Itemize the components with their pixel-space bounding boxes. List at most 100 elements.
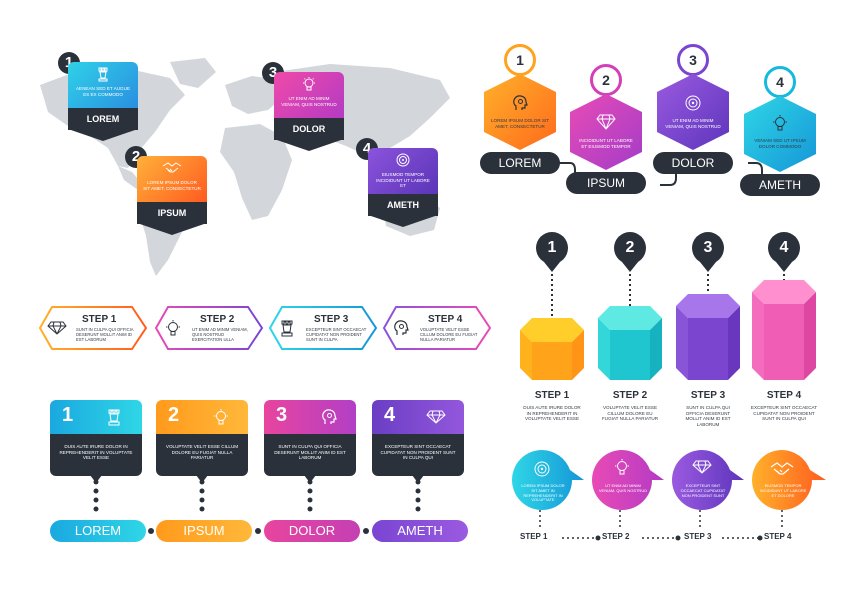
card-text: Excepteur sint occaecat cupidatat non pr…	[380, 444, 456, 461]
card-number: 2	[168, 404, 180, 426]
prism-step-title: STEP 1	[534, 390, 570, 401]
marker-card-bottom: DOLOR	[274, 118, 344, 140]
marker-card: Eiusmod tempor incididunt ut labore et A…	[368, 148, 438, 227]
marker-label: AMETH	[387, 200, 419, 210]
diamond-icon	[426, 410, 446, 424]
card-body: Excepteur sint occaecat cupidatat non pr…	[372, 434, 464, 476]
prism-step-text: Excepteur sint occaecat cupidatat non pr…	[750, 405, 818, 422]
bubble-step-label: STEP 2	[602, 532, 630, 541]
hex-item-1[interactable]: 1 Lorem ipsum dolor sit amet, consectetu…	[480, 44, 560, 194]
info-card-1[interactable]: 1 Duis aute irure dolor in reprehenderit…	[50, 400, 146, 546]
card-label-pill: DOLOR	[264, 520, 360, 542]
gear-bulb-icon	[615, 459, 629, 475]
step-tag-3[interactable]: STEP 3 Excepteur sint occaecat cupidatat…	[268, 306, 378, 350]
hex-item-2[interactable]: 2 Incididunt ut labore et eiusmod tempor…	[566, 64, 646, 214]
step-tag-1[interactable]: STEP 1 Sunt in culpa qui officia deserun…	[38, 306, 148, 350]
hex-text: Veniam sed ut ipsum dolor commodo	[754, 138, 806, 149]
card-label-pill: AMETH	[372, 520, 468, 542]
marker-label: LOREM	[86, 114, 120, 124]
hex-number-circle: 2	[590, 64, 622, 96]
bubble-item-4[interactable]: Eiusmod tempor incididunt ut labore et d…	[746, 448, 830, 548]
card-header: 3	[264, 400, 356, 434]
prism-step-title: STEP 2	[612, 390, 648, 401]
hex-text: Lorem ipsum dolor sit amet, consectetur	[490, 118, 550, 129]
head-gear-icon	[394, 320, 409, 335]
bubble-text: Ut enim ad minim veniam, quis nostrud	[598, 483, 648, 493]
step-tag-text: Voluptate velit esse cillum dolore eu fu…	[420, 327, 478, 342]
prism-shape	[598, 306, 662, 380]
card-body: Duis aute irure dolor in reprehenderit i…	[50, 434, 142, 476]
step-tag-text: Ut enim ad minim veniam, quis nostrud ex…	[192, 327, 248, 342]
marker-label: DOLOR	[292, 124, 326, 134]
gear-bulb-icon	[773, 115, 787, 131]
hex-text: Ut enim ad minim veniam, quis nostrud	[665, 118, 721, 129]
bubble-item-3[interactable]: Excepteur sint occaecat cupidatat non pr…	[666, 448, 746, 548]
gear-bulb-icon	[166, 320, 180, 336]
map-marker-3[interactable]: 3 Ut enim ad minim veniam, quis nostrud …	[262, 62, 344, 152]
marker-card-top: Lorem ipsum dolor sit amet, consectetur	[137, 156, 207, 202]
step-tag-2[interactable]: STEP 2 Ut enim ad minim veniam, quis nos…	[154, 306, 264, 350]
bubble-text: Lorem ipsum dolor sit amet in reprehende…	[521, 483, 565, 503]
step-tag-4[interactable]: STEP 4 Voluptate velit esse cillum dolor…	[382, 306, 492, 350]
hex-item-3[interactable]: 3 Ut enim ad minim veniam, quis nostrud …	[653, 44, 733, 194]
cards-connector	[93, 479, 421, 534]
hex-label: DOLOR	[653, 152, 733, 174]
step-tag-title: STEP 1	[82, 314, 117, 325]
prism-shape	[752, 280, 816, 380]
diamond-icon	[692, 460, 712, 474]
marker-text: Aenean sed et augue es ex commodo	[75, 86, 131, 97]
card-text: Sunt in culpa qui officia deserunt molli…	[274, 444, 346, 461]
rook-icon	[281, 320, 293, 337]
card-body: Voluptate velit esse cillum dolore eu fu…	[156, 434, 248, 476]
marker-card-bottom: IPSUM	[137, 202, 207, 224]
bubble-step-label: STEP 1	[520, 532, 548, 541]
bubble-step-label: STEP 4	[764, 532, 792, 541]
diamond-icon	[596, 114, 616, 130]
bubble-item-2[interactable]: Ut enim ad minim veniam, quis nostrud ST…	[586, 448, 666, 548]
card-number: 3	[276, 404, 288, 426]
hex-number: 1	[516, 52, 524, 68]
map-marker-2[interactable]: 2 Lorem ipsum dolor sit amet, consectetu…	[125, 146, 209, 238]
prism-item-2[interactable]: 2 STEP 2 Voluptate velit esse cillum dol…	[590, 228, 670, 430]
marker-card: Ut enim ad minim veniam, quis nostrud DO…	[274, 72, 344, 151]
marker-card-top: Eiusmod tempor incididunt ut labore et	[368, 148, 438, 194]
head-gear-icon	[322, 409, 337, 424]
hex-number-circle: 3	[677, 44, 709, 76]
info-card-3[interactable]: 3 Sunt in culpa qui officia deserunt mol…	[264, 400, 360, 546]
step-tag-title: STEP 4	[428, 314, 463, 325]
marker-card: Lorem ipsum dolor sit amet, consectetur …	[137, 156, 207, 235]
info-card-4[interactable]: 4 Excepteur sint occaecat cupidatat non …	[372, 400, 468, 546]
rook-icon	[108, 409, 120, 426]
step-tag-text: Excepteur sint occaecat cupidatat non pr…	[306, 327, 367, 342]
step-tag-title: STEP 3	[314, 314, 349, 325]
marker-card-bottom: LOREM	[68, 108, 138, 130]
step-tag-title: STEP 2	[200, 314, 235, 325]
prism-step-text: Voluptate velit esse cillum dolore eu fu…	[601, 405, 659, 422]
bubble-text: Eiusmod tempor incididunt ut labore et d…	[759, 483, 807, 498]
info-card-2[interactable]: 2 Voluptate velit esse cillum dolore eu …	[156, 400, 252, 546]
card-header: 1	[50, 400, 142, 434]
map-marker-4[interactable]: 4 Eiusmod tempor incididunt ut labore et…	[356, 138, 438, 228]
map-marker-1[interactable]: 1 Aenean sed et augue es ex commodo LORE…	[58, 52, 138, 142]
step-tag-text: Sunt in culpa qui officia deserunt molli…	[76, 327, 134, 342]
bubble-text: Excepteur sint occaecat cupidatat non pr…	[680, 483, 726, 498]
bubble-item-1[interactable]: Lorem ipsum dolor sit amet in reprehende…	[506, 448, 586, 548]
prism-number-badge: 1	[536, 232, 568, 264]
hex-number: 3	[689, 52, 697, 68]
hex-item-4[interactable]: 4 Veniam sed ut ipsum dolor commodo AMET…	[740, 66, 820, 216]
prism-number-badge: 3	[692, 232, 724, 264]
prism-item-4[interactable]: 4 STEP 4 Excepteur sint occaecat cupidat…	[744, 228, 824, 430]
hex-label: LOREM	[480, 152, 560, 174]
marker-text: Ut enim ad minim veniam, quis nostrud	[281, 96, 337, 107]
card-text: Duis aute irure dolor in reprehenderit i…	[59, 444, 133, 461]
marker-card-bottom: AMETH	[368, 194, 438, 216]
prism-item-1[interactable]: 1 STEP 1 Duis aute irure dolor in repreh…	[512, 228, 592, 430]
card-header: 2	[156, 400, 248, 434]
prism-step-text: Sunt in culpa qui officia deserunt molli…	[685, 405, 731, 427]
marker-text: Eiusmod tempor incididunt ut labore et	[376, 172, 430, 189]
card-number: 1	[62, 404, 74, 426]
marker-label: IPSUM	[157, 208, 187, 218]
card-header: 4	[372, 400, 464, 434]
marker-text: Lorem ipsum dolor sit amet, consectetur	[143, 180, 201, 191]
prism-item-3[interactable]: 3 STEP 3 Sunt in culpa qui officia deser…	[668, 228, 748, 430]
